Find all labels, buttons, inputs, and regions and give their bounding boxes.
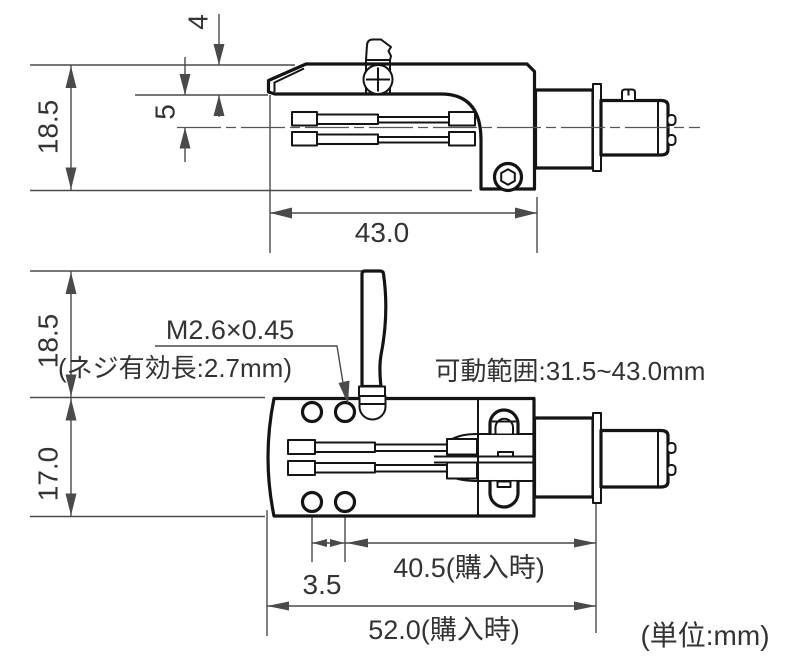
contact-pin: [666, 442, 677, 454]
adjustable-range-label: 可動範囲:31.5~43.0mm: [435, 356, 706, 386]
dim-plate-thickness: 4: [183, 14, 214, 30]
bottom-view-dimension-lines: [30, 270, 597, 636]
contact-pin: [666, 464, 677, 476]
front-lip-inner-edge: [273, 67, 305, 84]
connector-barrel: [599, 428, 670, 489]
connector-collar: [532, 416, 595, 499]
lead-wires-side: [291, 111, 476, 147]
dim-overall-length: 52.0(購入時): [368, 615, 520, 645]
connector-bottom: [532, 412, 677, 504]
dim-mount-length: 40.5(購入時): [393, 553, 545, 583]
phillips-screw: [362, 64, 394, 95]
dim-plate-to-axis: 5: [150, 104, 181, 120]
screw-spec-leader: [155, 345, 350, 404]
headshell-body-bottom: [266, 396, 536, 518]
unit-note-label: (単位:mm): [640, 620, 769, 651]
lead-wires-bottom: [287, 438, 478, 480]
dim-body-width: 17.0: [33, 447, 64, 502]
mounting-holes: [300, 400, 357, 514]
dim-shell-length: 43.0: [355, 217, 410, 248]
dim-lift-height: 18.5: [33, 314, 64, 369]
contact-pin: [666, 134, 677, 146]
bottom-view: 18.5 17.0 M2.6×0.45 (ネジ有効長:2.7mm) 可動範囲:3…: [30, 269, 706, 645]
side-view-dimension-lines: [30, 14, 538, 253]
connector-collar: [533, 88, 595, 170]
center-tab: [497, 451, 514, 458]
dim-hole-pitch: 3.5: [303, 569, 342, 600]
side-view: 18.5 4 5 43.0: [30, 14, 700, 253]
screw-thread-note-label: (ネジ有効長:2.7mm): [58, 353, 292, 383]
dim-overall-height-side: 18.5: [33, 100, 64, 155]
screw-thread-label: M2.6×0.45: [166, 315, 294, 345]
hex-socket-screw: [492, 161, 524, 193]
contact-pin: [666, 114, 677, 126]
finger-lift-bottom: [358, 269, 388, 421]
rear-block-slots: [488, 408, 520, 509]
